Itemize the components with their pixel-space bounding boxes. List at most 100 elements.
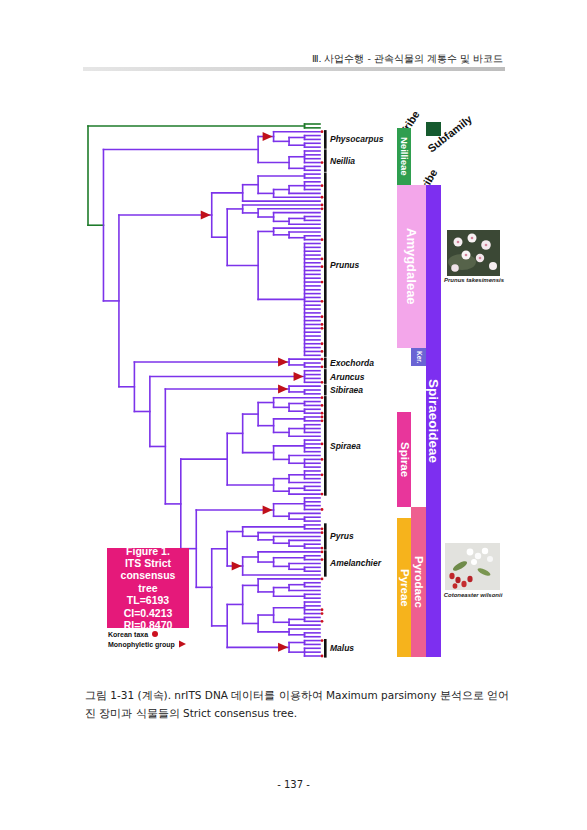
flower (482, 548, 488, 554)
tree-branch (134, 362, 136, 411)
tree-branch (305, 285, 320, 287)
tree-branch (288, 137, 290, 145)
tree-branch (305, 647, 320, 649)
tree-branch (226, 433, 228, 485)
tree-branch (305, 362, 320, 364)
korean-taxon-dot (321, 281, 324, 284)
korean-taxon-dot (321, 315, 324, 318)
tree-branch (289, 568, 304, 570)
tree-branch (212, 548, 227, 550)
tree-branch (305, 293, 320, 295)
tree-branch (305, 528, 320, 530)
tree-branch (305, 428, 320, 430)
tree-branch (243, 184, 258, 186)
tree-branch (305, 509, 320, 511)
tree-branch (305, 393, 320, 395)
tree-branch (305, 405, 320, 407)
tree-branch (258, 532, 320, 534)
tree-branch (226, 532, 228, 566)
info-text: TL=6193 (114, 594, 182, 606)
tree-branch (289, 545, 304, 547)
monophyly-marker (278, 358, 288, 367)
tree-branch (274, 189, 289, 191)
tree-branch (273, 558, 275, 567)
tree-branch (274, 141, 289, 143)
tree-branch (305, 162, 320, 164)
tree-branch (257, 579, 259, 592)
tree-branch (305, 462, 320, 464)
tree-branch (305, 123, 320, 125)
tree-branch (305, 381, 320, 383)
tree-branch (274, 221, 289, 223)
korean-taxon-dot (321, 381, 324, 384)
tree-branch (243, 452, 274, 454)
info-text: CI=0.4213 (114, 607, 182, 619)
tree-branch (305, 447, 320, 449)
tree-branch (289, 624, 320, 626)
page-number: - 137 - (0, 779, 587, 790)
tribe-band: Ker. (411, 348, 426, 366)
tree-branch (257, 533, 259, 540)
tree-branch (289, 137, 304, 139)
tree-branch (243, 526, 305, 528)
tree-branch (305, 594, 320, 596)
tree-branch (289, 410, 304, 412)
tree-branch (305, 466, 320, 468)
tree-branch (289, 540, 320, 542)
tree-branch (149, 377, 151, 447)
tree-branch (305, 632, 320, 634)
berry (467, 576, 472, 582)
tree-branch (289, 634, 304, 636)
tree-branch (305, 270, 320, 272)
clade-bar (324, 639, 327, 658)
clade-bar (324, 130, 327, 149)
flower (451, 264, 459, 272)
tree-branch (305, 597, 320, 599)
tree-branch (305, 644, 320, 646)
tree-branch (305, 308, 320, 310)
band-label: Amygdaleae (405, 228, 418, 305)
korean-taxon-dot (321, 396, 324, 399)
tree-branch (165, 389, 167, 504)
tree-branch (288, 359, 290, 365)
tree-branch (305, 547, 320, 549)
tree-branch (103, 300, 118, 302)
tree-branch (258, 175, 304, 177)
flower-center (485, 244, 488, 247)
band-label: Pyrodaec (413, 556, 425, 608)
tree-branch (288, 563, 290, 569)
korean-taxon-dot (321, 207, 324, 210)
tree-branch (288, 157, 290, 169)
legend-symbol (178, 640, 186, 648)
korean-taxon-dot (321, 238, 324, 241)
tree-branch (289, 144, 304, 146)
korean-taxon-dot (321, 531, 324, 534)
tree-branch (274, 595, 305, 597)
korean-taxon-dot (321, 184, 324, 187)
tree-branch (227, 433, 242, 435)
tree-branch (274, 542, 289, 544)
tree-branch (258, 561, 273, 563)
tree-branch (242, 527, 244, 536)
tree-branch (289, 237, 304, 239)
flower (467, 549, 474, 556)
tree-branch (274, 445, 305, 447)
tree-branch (305, 324, 320, 326)
tree-branch (150, 376, 305, 378)
tree-branch (212, 625, 227, 627)
tree-branch (305, 474, 320, 476)
tree-branch (289, 462, 304, 464)
tree-branch (289, 482, 320, 484)
tree-branch (227, 265, 258, 267)
tree-branch (274, 607, 305, 609)
tree-branch (289, 455, 320, 457)
photo-cotoneaster (445, 543, 500, 590)
tree-branch (305, 443, 320, 445)
tree-branch (305, 220, 320, 222)
triangle-symbol (179, 641, 186, 648)
tree-branch (195, 510, 197, 587)
tree-branch (212, 192, 243, 194)
tree-branch (289, 403, 304, 405)
korean-taxon-dot (321, 130, 324, 133)
